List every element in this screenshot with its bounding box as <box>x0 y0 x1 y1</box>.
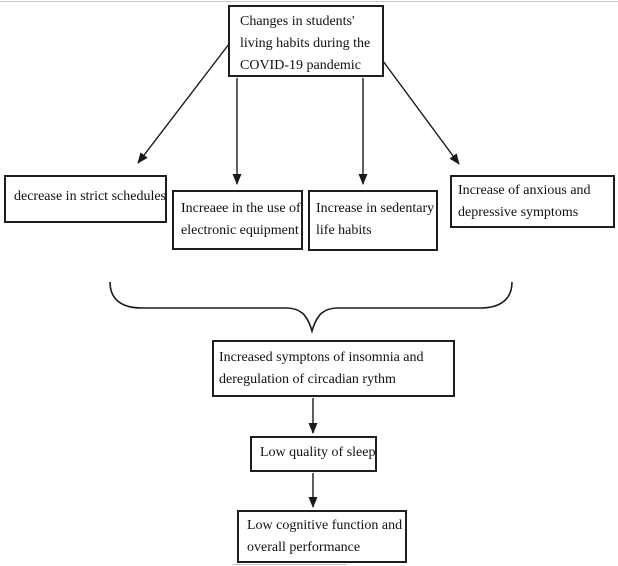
node-line: deregulation of circadian rythm <box>219 372 396 387</box>
node-line: Changes in students' <box>240 14 355 29</box>
node-line: living habits during the <box>240 36 371 51</box>
node-line: Increaee in the use of <box>181 201 301 216</box>
bottom-edge-line <box>232 564 347 565</box>
node-low-sleep-quality: Low quality of sleep <box>250 436 377 472</box>
node-low-cognitive-function: Low cognitive function and overall perfo… <box>237 510 407 563</box>
node-electronic-equipment-use: Increaee in the use of electronic equipm… <box>172 190 303 250</box>
node-line: Increased symptons of insomnia and <box>219 350 424 365</box>
node-line: electronic equipment <box>181 223 299 238</box>
node-line: Increase of anxious and <box>458 183 591 198</box>
node-insomnia-circadian-deregulation: Increased symptons of insomnia and dereg… <box>212 340 455 397</box>
node-decrease-strict-schedules: decrease in strict schedules <box>4 175 167 223</box>
node-line: Low quality of sleep <box>260 445 376 460</box>
node-line: decrease in strict schedules <box>14 189 166 204</box>
node-line: depressive symptoms <box>458 205 579 220</box>
top-edge-line <box>0 1 618 2</box>
arrow-root-to-schedules <box>137 43 230 164</box>
node-living-habits-changes: Changes in students' living habits durin… <box>228 5 384 77</box>
node-line: life habits <box>316 223 372 238</box>
node-line: overall performance <box>247 540 361 555</box>
node-line: Low cognitive function and <box>247 518 403 533</box>
node-line: COVID-19 pandemic <box>240 58 361 73</box>
node-anxious-depressive-symptoms: Increase of anxious and depressive sympt… <box>450 175 615 228</box>
arrow-root-to-anxious <box>382 60 460 165</box>
node-line: Increase in sedentary <box>316 201 435 216</box>
curly-brace-icon <box>109 281 513 334</box>
node-sedentary-life-habits: Increase in sedentary life habits <box>308 190 438 251</box>
